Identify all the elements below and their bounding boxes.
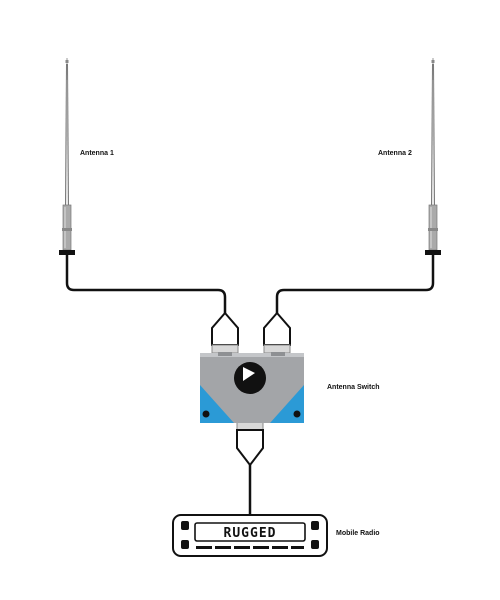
radio-display-text: RUGGED <box>224 526 277 541</box>
cable-antenna-1 <box>65 255 227 313</box>
switch-label: Antenna Switch <box>327 384 380 391</box>
antenna-1-label: Antenna 1 <box>80 150 114 157</box>
antenna-1 <box>59 58 75 255</box>
knob-pointer-icon <box>243 367 255 381</box>
antenna-2 <box>425 58 441 255</box>
mobile-radio: RUGGED <box>172 514 328 557</box>
radio-label: Mobile Radio <box>336 530 380 537</box>
radio-buttons <box>196 546 304 549</box>
antenna-switch <box>200 352 304 423</box>
antenna-2-label: Antenna 2 <box>378 150 412 157</box>
radio-display <box>194 522 306 542</box>
connector-right <box>263 311 291 354</box>
cable-antenna-2 <box>275 255 435 313</box>
switch-knob <box>234 362 266 394</box>
connector-bottom <box>236 421 264 467</box>
connector-left <box>211 311 239 354</box>
